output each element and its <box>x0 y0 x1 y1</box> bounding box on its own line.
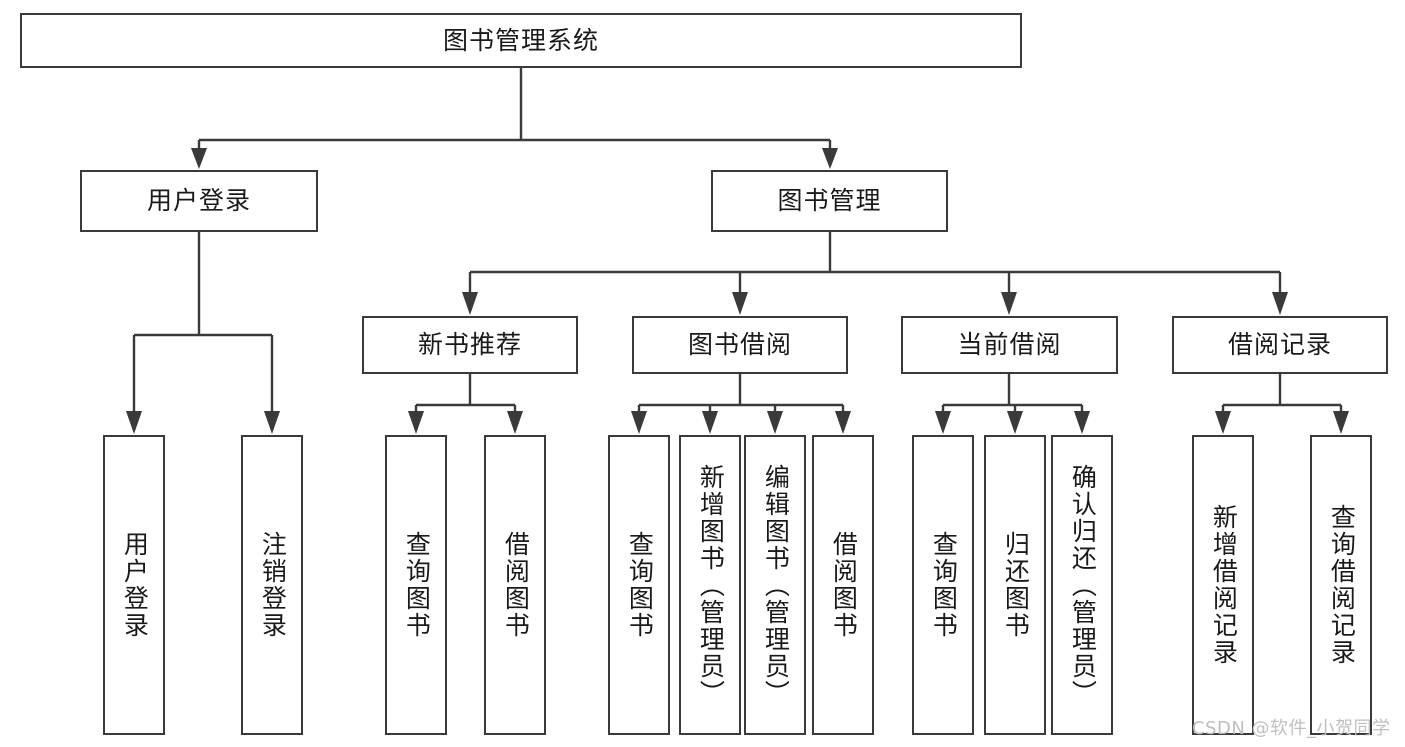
arrowhead-l4-3 <box>408 411 424 434</box>
node-borrow-records[interactable]: 借阅记录 <box>1172 316 1388 374</box>
arrowhead-l4-10 <box>1007 411 1023 434</box>
arrowhead-l4-12 <box>1215 411 1231 434</box>
arrowhead-l4-6 <box>702 411 718 434</box>
node-book-borrowing[interactable]: 图书借阅 <box>632 316 848 374</box>
node-label: 借阅图书 <box>501 531 531 639</box>
node-label: 借阅图书 <box>829 531 859 639</box>
node-label: 图书管理系统 <box>442 25 599 55</box>
node-label: 新增图书（管理员） <box>696 463 726 707</box>
arrowhead-l4-9 <box>935 411 951 434</box>
node-label: 注销登录 <box>258 531 288 639</box>
node-leaf-borrow-books-newbook[interactable]: 借阅图书 <box>484 435 546 735</box>
node-current-borrowing[interactable]: 当前借阅 <box>901 316 1118 374</box>
node-label: 用户登录 <box>146 186 251 216</box>
node-label: 借阅记录 <box>1227 330 1332 360</box>
node-label: 查询借阅记录 <box>1327 504 1357 666</box>
node-label: 确认归还（管理员） <box>1068 463 1098 707</box>
node-leaf-return-books[interactable]: 归还图书 <box>984 435 1046 735</box>
node-label: 查询图书 <box>625 531 655 639</box>
arrowhead-l4-13 <box>1333 411 1349 434</box>
node-leaf-query-books-newbook[interactable]: 查询图书 <box>385 435 447 735</box>
node-label: 图书借阅 <box>687 330 792 360</box>
node-leaf-logout[interactable]: 注销登录 <box>241 435 303 735</box>
arrowhead-l3-3 <box>1001 292 1017 315</box>
node-label: 新增借阅记录 <box>1209 504 1239 666</box>
arrowhead-l4-5 <box>631 411 647 434</box>
node-book-management[interactable]: 图书管理 <box>711 170 948 232</box>
node-label: 编辑图书（管理员） <box>761 463 791 707</box>
arrowhead-l4-1 <box>126 411 142 434</box>
node-leaf-confirm-return-admin[interactable]: 确认归还（管理员） <box>1051 435 1113 735</box>
node-label: 当前借阅 <box>957 330 1062 360</box>
arrowhead-userlogin <box>191 148 207 169</box>
node-label: 归还图书 <box>1001 531 1031 639</box>
node-label: 查询图书 <box>929 531 959 639</box>
node-label: 用户登录 <box>120 531 150 639</box>
node-leaf-borrow-books[interactable]: 借阅图书 <box>812 435 874 735</box>
node-root-book-management-system[interactable]: 图书管理系统 <box>20 13 1022 68</box>
node-leaf-query-books-current[interactable]: 查询图书 <box>912 435 974 735</box>
arrowhead-l4-7 <box>767 411 783 434</box>
arrowhead-bookmgmt <box>822 148 838 169</box>
node-leaf-query-borrow-record[interactable]: 查询借阅记录 <box>1310 435 1372 735</box>
arrowhead-l4-4 <box>507 411 523 434</box>
node-leaf-add-book-admin[interactable]: 新增图书（管理员） <box>679 435 741 735</box>
node-label: 新书推荐 <box>417 330 522 360</box>
node-leaf-add-borrow-record[interactable]: 新增借阅记录 <box>1192 435 1254 735</box>
node-label: 图书管理 <box>777 186 882 216</box>
node-leaf-user-login[interactable]: 用户登录 <box>103 435 165 735</box>
node-label: 查询图书 <box>402 531 432 639</box>
arrowhead-l4-11 <box>1074 411 1090 434</box>
node-leaf-query-books-borrow[interactable]: 查询图书 <box>608 435 670 735</box>
watermark: CSDN @软件_小贺同学 <box>1192 718 1391 739</box>
arrowhead-l4-8 <box>835 411 851 434</box>
node-user-login[interactable]: 用户登录 <box>80 170 318 232</box>
arrowhead-l4-2 <box>264 411 280 434</box>
arrowhead-l3-2 <box>732 292 748 315</box>
node-leaf-edit-book-admin[interactable]: 编辑图书（管理员） <box>744 435 806 735</box>
node-new-book-recommendation[interactable]: 新书推荐 <box>362 316 578 374</box>
arrowhead-l3-4 <box>1272 292 1288 315</box>
arrowhead-l3-1 <box>462 292 478 315</box>
